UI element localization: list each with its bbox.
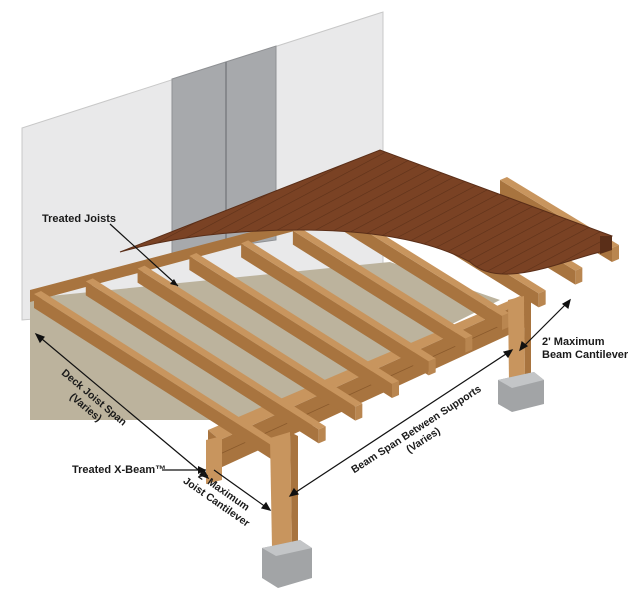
ground-shadow [30, 262, 500, 420]
joist-end [502, 313, 509, 330]
joist-end [465, 335, 473, 353]
joist-top [292, 227, 473, 339]
dimension-joist-cantilever [213, 469, 272, 511]
svg-text:2' Maximum: 2' Maximum [542, 336, 605, 348]
dimension-beam-span [288, 349, 514, 497]
label-treated-x-beam: Treated X-Beam™ [72, 464, 166, 476]
dimension-beam-cantilever [519, 298, 571, 352]
joist-top [34, 291, 289, 452]
post-back [508, 296, 531, 383]
joist-end [575, 267, 583, 285]
svg-text:Beam Cantilever: Beam Cantilever [542, 349, 629, 361]
joist-end [612, 245, 619, 262]
joist-end [318, 426, 326, 444]
joist-side [241, 243, 429, 376]
joist-end [428, 358, 436, 376]
post-left [206, 436, 222, 484]
label-beam-cantilever: 2' Maximum Beam Cantilever [542, 336, 629, 361]
leader-treated-joists [109, 223, 179, 287]
footing-front [262, 540, 312, 588]
joist-side [34, 294, 282, 466]
joist-side [189, 256, 392, 398]
joist-top [137, 265, 363, 407]
decking-edge [600, 236, 612, 254]
joist-side [137, 268, 356, 421]
joist-top [241, 240, 436, 362]
joist-top [85, 278, 326, 430]
joist-top [189, 253, 399, 384]
joist-side [85, 281, 319, 444]
joist-side [344, 218, 502, 330]
leader-treated-x-beam-arrow [198, 466, 206, 474]
decking-surface [119, 149, 613, 275]
dimension-deck-joist-span [34, 332, 210, 480]
joist-side [292, 230, 466, 353]
label-treated-joists: Treated Joists [42, 213, 116, 225]
joist-end [392, 381, 399, 398]
joist-end [355, 403, 363, 421]
joist-top [344, 215, 509, 316]
joist-end [538, 290, 546, 308]
footing-back [498, 372, 544, 412]
leader-treated-joists-arrow [170, 279, 178, 286]
